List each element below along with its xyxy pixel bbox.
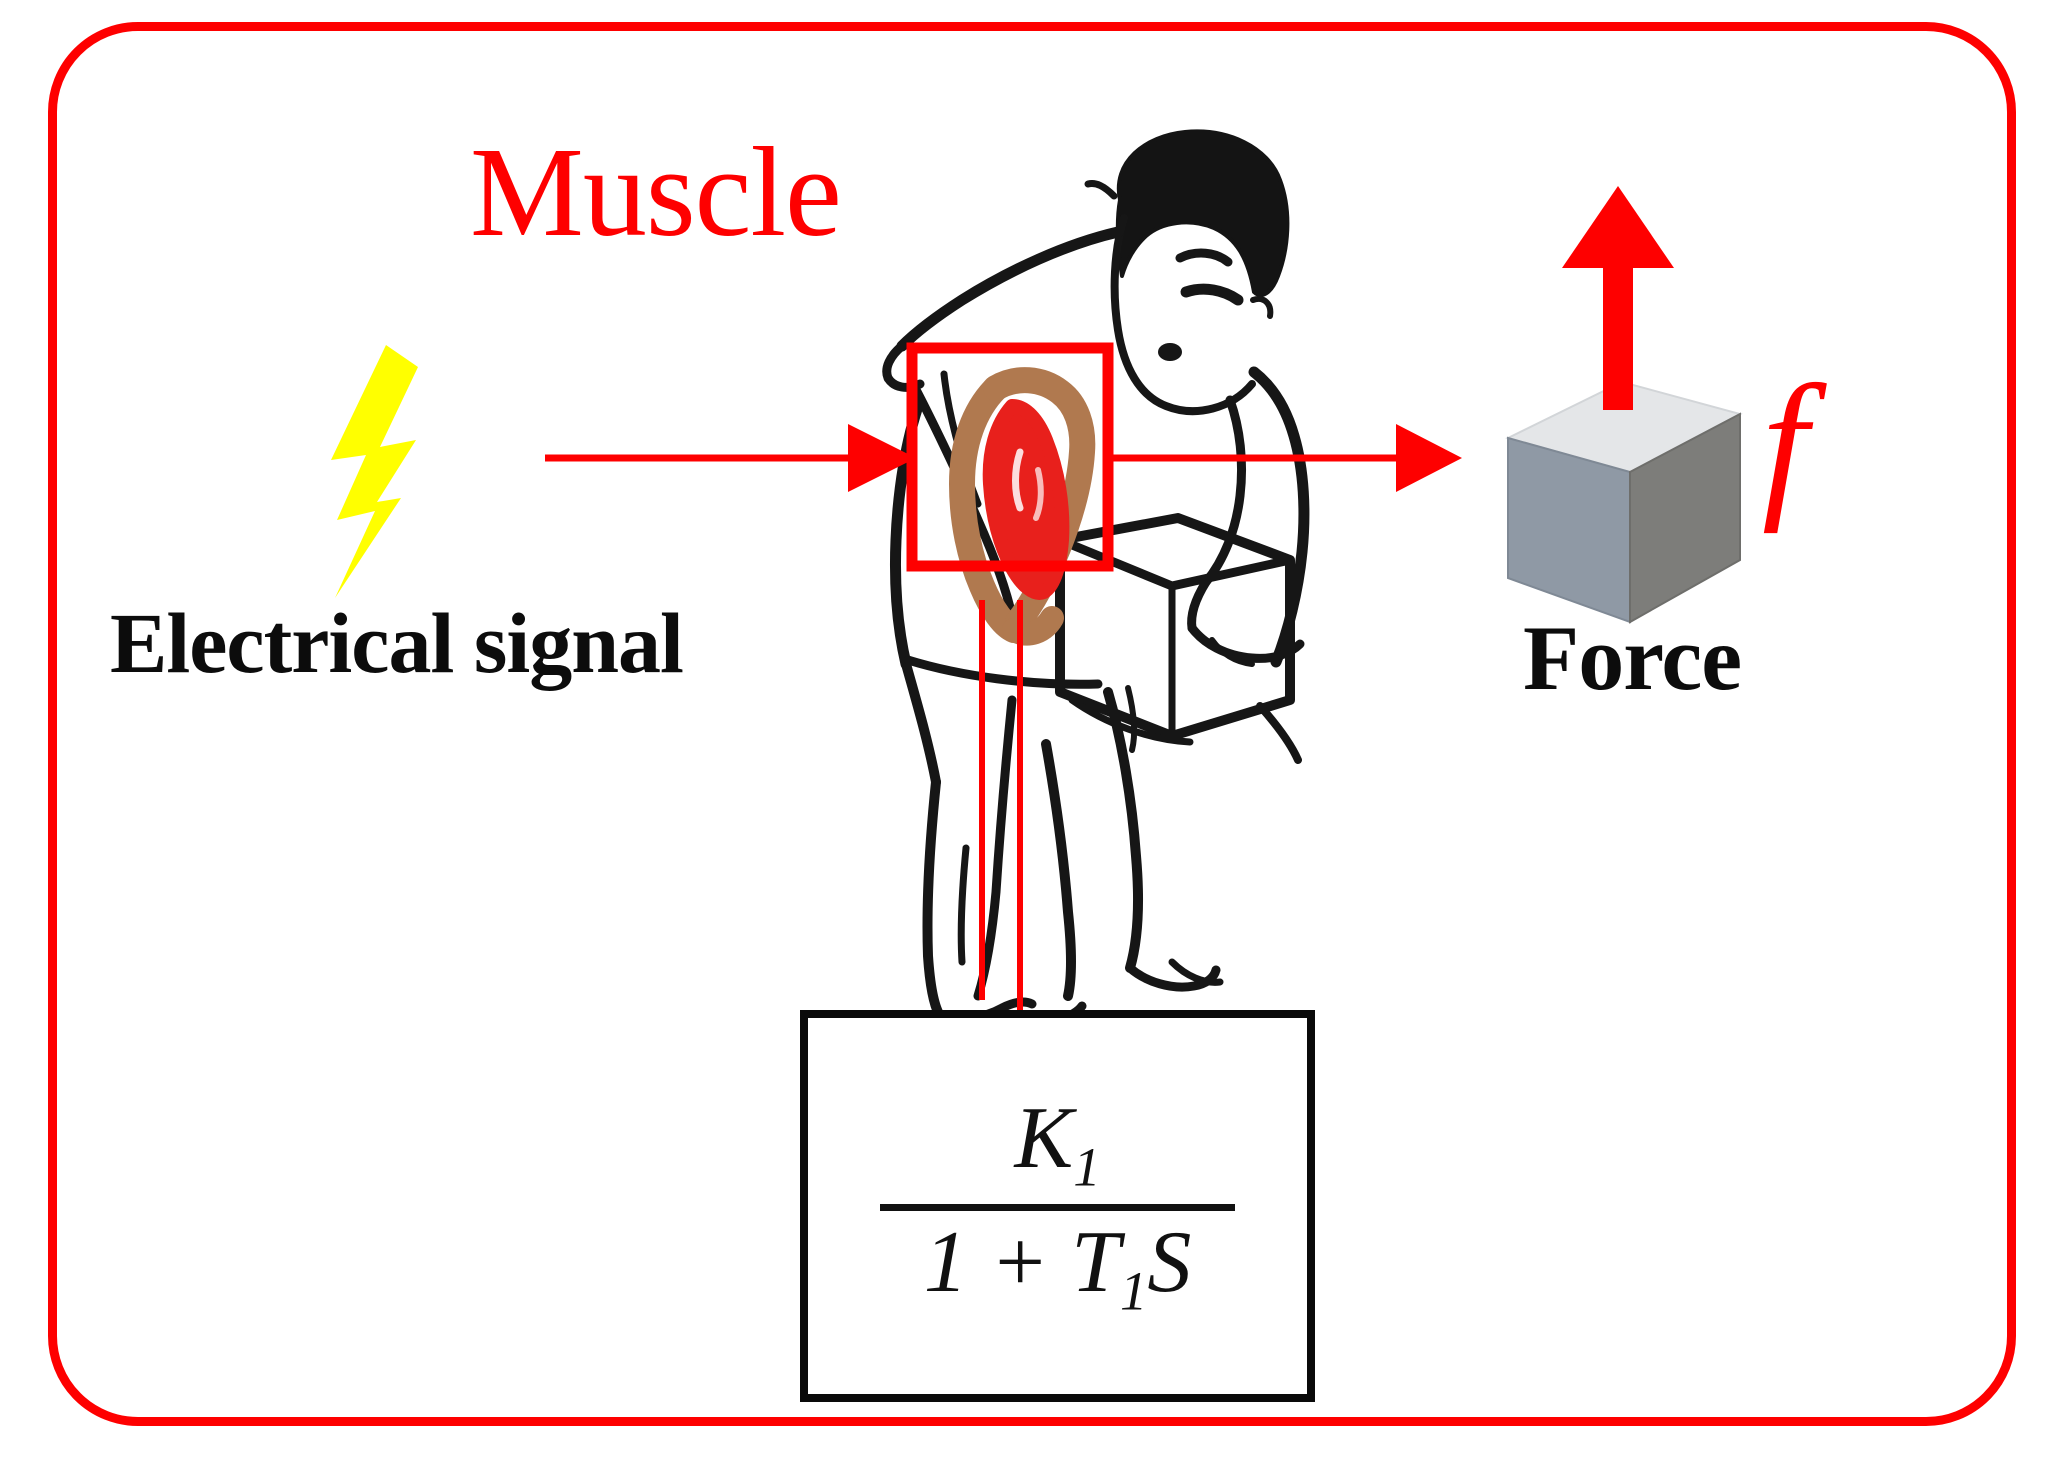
force-symbol: f xyxy=(1762,351,1808,534)
denominator-subscript: 1 xyxy=(1120,1260,1148,1322)
muscle-highlight-icon xyxy=(949,367,1096,646)
input-label: Electrical signal xyxy=(110,595,684,691)
callout-guide-lines xyxy=(979,600,1023,1016)
person-lifting-box-icon xyxy=(882,129,1310,1028)
transfer-function-fraction: K1 1 + T1S xyxy=(880,1089,1235,1322)
up-arrow-icon xyxy=(1562,186,1674,410)
gray-cube-icon xyxy=(1505,380,1743,624)
transfer-function-box: K1 1 + T1S xyxy=(800,1010,1315,1402)
page-title: Muscle xyxy=(470,121,842,263)
right-arrow-input-icon xyxy=(545,424,916,492)
denominator-one: 1 + xyxy=(923,1213,1050,1311)
fraction-bar xyxy=(880,1203,1235,1211)
transfer-function-numerator: K1 xyxy=(997,1089,1119,1198)
right-arrow-output-icon xyxy=(1106,424,1462,492)
denominator-tail: S xyxy=(1147,1213,1192,1311)
outer-red-frame xyxy=(48,22,2016,1426)
numerator-symbol: K xyxy=(1014,1089,1074,1187)
denominator-var: T xyxy=(1071,1213,1121,1311)
output-label: Force xyxy=(1523,607,1742,709)
numerator-subscript: 1 xyxy=(1073,1136,1101,1198)
transfer-function-denominator: 1 + T1S xyxy=(906,1213,1210,1322)
